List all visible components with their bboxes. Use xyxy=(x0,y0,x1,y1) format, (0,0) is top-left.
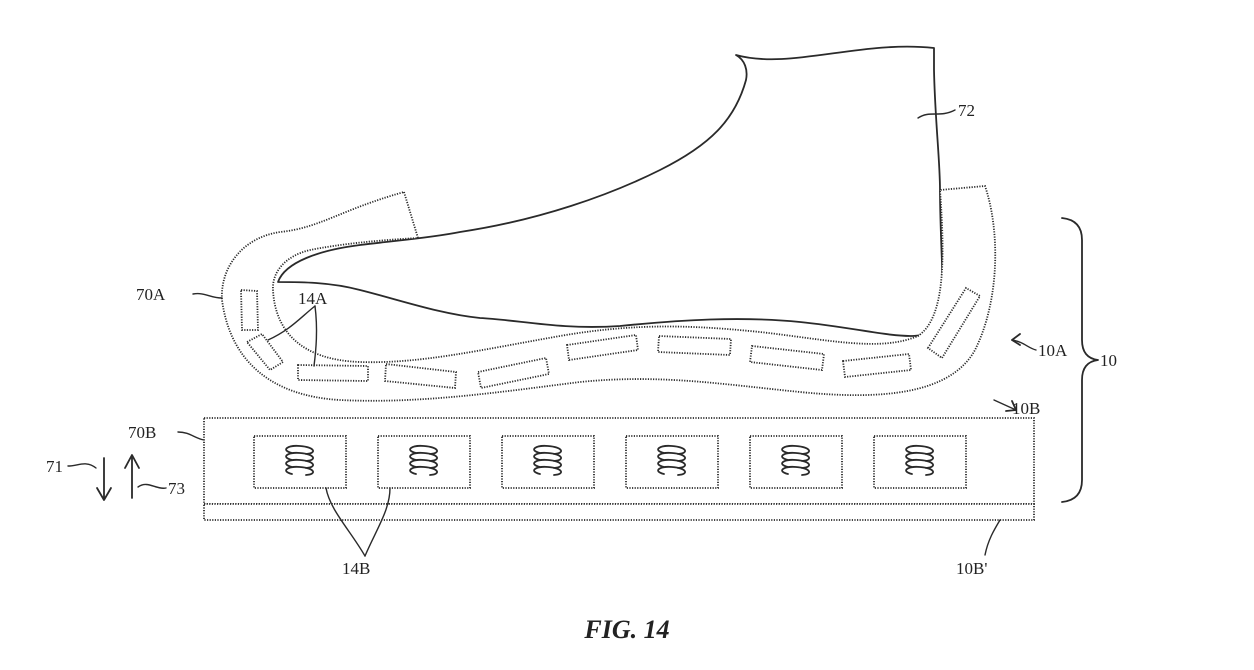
spring-coil-icon xyxy=(657,444,686,476)
leader-73 xyxy=(137,483,167,489)
lower-sensor-box xyxy=(749,435,843,489)
lower-sensor-box xyxy=(253,435,347,489)
label-73: 73 xyxy=(168,479,185,498)
upper-sensor xyxy=(240,289,259,331)
leader-71 xyxy=(67,463,97,469)
lower-sensor-box xyxy=(501,435,595,489)
spring-coil-icon xyxy=(781,444,810,476)
lower-sensor-box xyxy=(377,435,471,489)
upper-sensor xyxy=(657,335,732,356)
spring-coil-icon xyxy=(409,444,438,476)
leader-72 xyxy=(917,109,956,119)
upper-sensor xyxy=(748,345,826,371)
upper-sensor xyxy=(565,333,640,362)
upper-sensor-group xyxy=(240,286,982,390)
figure-caption: FIG. 14 xyxy=(583,615,669,644)
arrow-10B xyxy=(1005,400,1017,412)
arrow-down-71 xyxy=(96,457,112,501)
leader-14A-2 xyxy=(313,305,318,367)
lower-sensor-box xyxy=(625,435,719,489)
lower-sensor-group xyxy=(253,435,967,489)
label-70B: 70B xyxy=(128,423,156,442)
leader-10B xyxy=(993,399,1017,411)
label-72: 72 xyxy=(958,101,975,120)
lower-base-plate xyxy=(203,503,1035,521)
label-10: 10 xyxy=(1100,351,1117,370)
arrow-10A xyxy=(1011,333,1021,346)
upper-sensor xyxy=(476,356,551,390)
label-10B: 10B xyxy=(1012,399,1040,418)
leader-14B-2 xyxy=(364,487,391,557)
label-10A: 10A xyxy=(1038,341,1068,360)
leader-10A xyxy=(1011,339,1037,351)
upper-sensor xyxy=(297,364,369,382)
label-10B-prime: 10B' xyxy=(956,559,987,578)
system-bracket xyxy=(1061,217,1099,503)
upper-sensor xyxy=(926,286,982,360)
upper-shoe-body xyxy=(221,185,997,402)
label-71: 71 xyxy=(46,457,63,476)
label-14A: 14A xyxy=(298,289,328,308)
upper-sensor xyxy=(384,362,457,389)
foot-outline xyxy=(277,45,944,337)
leader-70A xyxy=(192,292,223,299)
arrow-up-73 xyxy=(124,454,140,499)
leader-10B-prime xyxy=(984,519,1001,556)
upper-sensor xyxy=(841,353,913,378)
spring-coil-icon xyxy=(905,444,934,476)
label-70A: 70A xyxy=(136,285,166,304)
lower-sensor-box xyxy=(873,435,967,489)
leader-14B-1 xyxy=(325,487,366,557)
spring-coil-icon xyxy=(533,444,562,476)
spring-coil-icon xyxy=(285,444,314,476)
leader-70B xyxy=(177,431,205,441)
label-14B: 14B xyxy=(342,559,370,578)
leader-14A-1 xyxy=(267,305,316,341)
upper-sensor xyxy=(245,332,285,372)
